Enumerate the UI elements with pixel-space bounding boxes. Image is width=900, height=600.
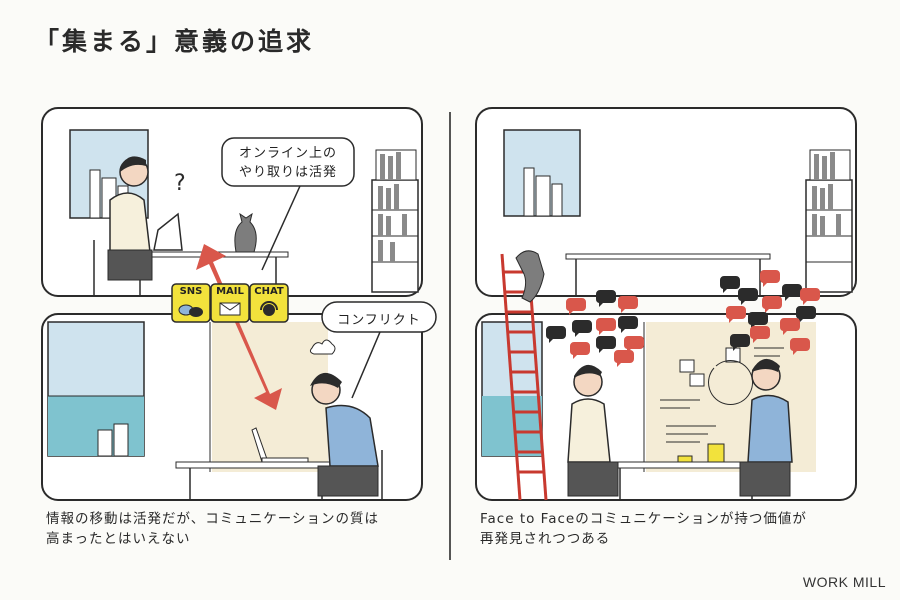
bubble-conflict-text: コンフリクト — [337, 313, 421, 328]
page-title: 「集まる」意義の追求 — [34, 27, 315, 56]
brand-logo: WORK MILL — [802, 574, 886, 590]
badge-chat-shape — [249, 283, 289, 323]
left-upper-room: ? — [41, 107, 423, 297]
question-mark: ? — [174, 171, 186, 196]
bubble-online-text: オンライン上の やり取りは活発 — [226, 144, 350, 182]
badge-mail-label: MAIL — [216, 286, 244, 297]
badge-chat-label: CHAT — [254, 286, 284, 297]
double-arrow — [196, 244, 282, 410]
badge-mail-shape — [210, 283, 250, 323]
badge-sns: SNS — [172, 286, 210, 297]
right-caption: Face to Faceのコミュニケーションが持つ価値が 再発見されつつある — [480, 509, 807, 549]
right-caption-line2: 再発見されつつある — [480, 531, 611, 547]
bubble-conflict — [321, 301, 437, 399]
badge-sns-label: SNS — [179, 286, 203, 297]
bubble-online-line1: オンライン上の — [238, 146, 337, 161]
badge-chat: CHAT — [250, 286, 288, 297]
badge-sns-shape — [171, 283, 211, 323]
badge-mail: MAIL — [211, 286, 249, 297]
right-caption-line1: Face to Faceのコミュニケーションが持つ価値が — [480, 511, 807, 527]
left-caption-line1: 情報の移動は活発だが、コミュニケーションの質は — [46, 511, 379, 527]
left-lower-room — [41, 313, 423, 501]
left-caption-line2: 高まったとはいえない — [46, 531, 191, 547]
bubble-online — [221, 137, 355, 271]
left-caption: 情報の移動は活発だが、コミュニケーションの質は 高まったとはいえない — [46, 509, 379, 549]
right-upper-room — [475, 107, 857, 297]
panel-divider — [449, 112, 451, 560]
bubble-online-line2: やり取りは活発 — [238, 165, 337, 180]
